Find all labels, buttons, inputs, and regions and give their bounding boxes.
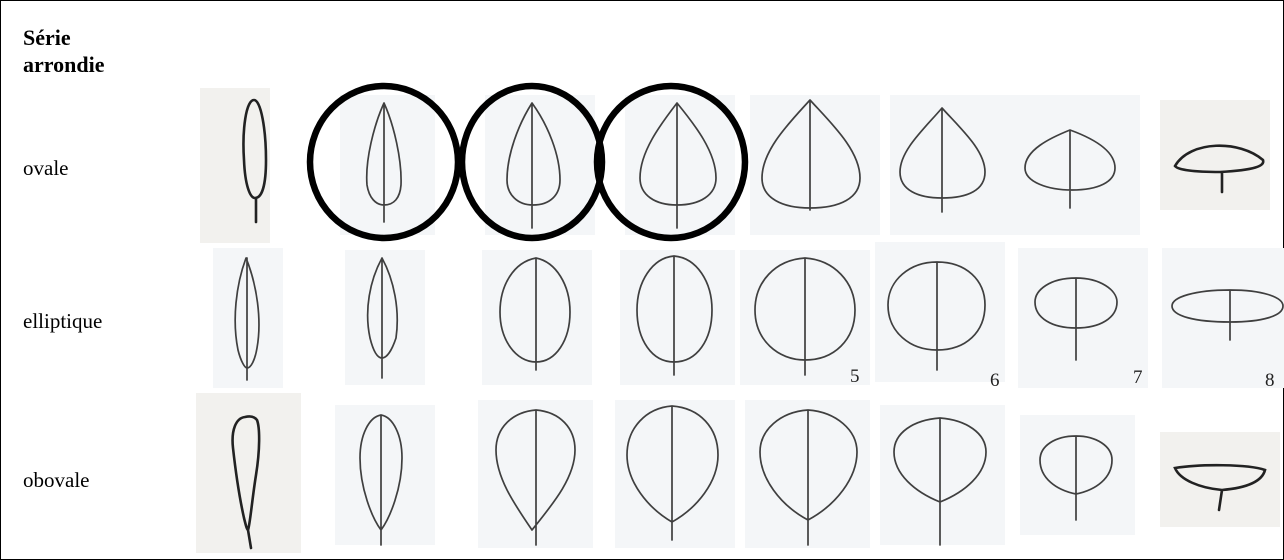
leaf-row-elliptique: 5 6 7 8 xyxy=(213,242,1284,391)
number-8: 8 xyxy=(1265,370,1275,391)
plate-obovale-7 xyxy=(1020,415,1135,535)
number-6: 6 xyxy=(990,370,1000,391)
plate-ovale-7 xyxy=(1010,95,1140,235)
plate-ovale-1 xyxy=(200,88,270,243)
leaf-row-ovale xyxy=(200,86,1270,243)
leaf-row-obovale xyxy=(196,393,1280,553)
plate-elliptique-3 xyxy=(482,250,592,385)
plate-ovale-2 xyxy=(340,95,435,235)
plate-obovale-8 xyxy=(1160,432,1280,527)
plate-elliptique-6 xyxy=(875,242,1005,382)
plate-obovale-4 xyxy=(615,400,735,548)
plate-elliptique-7 xyxy=(1018,248,1148,388)
number-5: 5 xyxy=(850,366,860,387)
number-7: 7 xyxy=(1133,367,1143,388)
plate-ovale-5 xyxy=(750,95,880,235)
plate-obovale-6 xyxy=(880,405,1005,545)
plate-elliptique-2 xyxy=(345,250,425,385)
